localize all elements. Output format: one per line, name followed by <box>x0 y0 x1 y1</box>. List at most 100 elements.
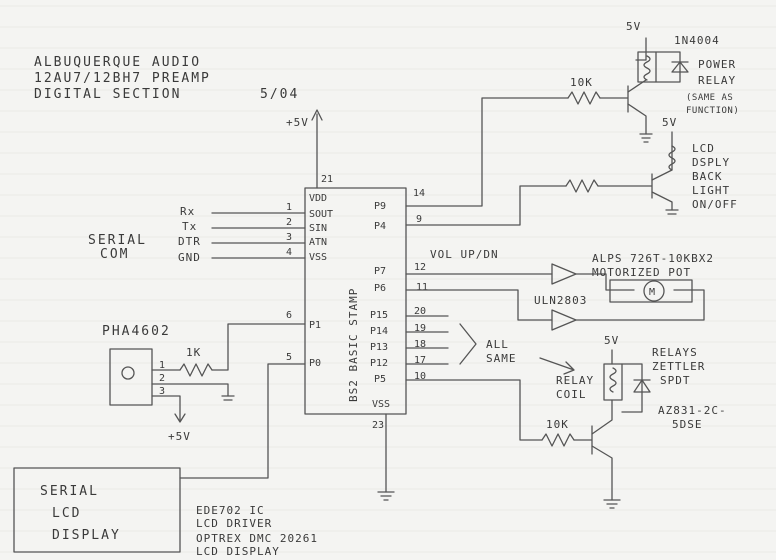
diode-1n4004 <box>671 61 689 73</box>
relay-coil-arrow <box>539 357 575 375</box>
p0-wire <box>179 363 306 479</box>
pin-label-p13: P13 <box>370 342 388 353</box>
relay-transistor-base <box>573 425 593 455</box>
backlight-ground <box>665 209 679 215</box>
diode-wires <box>655 51 681 83</box>
motor-symbol: M <box>649 287 655 298</box>
lcd-line-1: SERIAL <box>40 484 99 499</box>
pin-label-p1: P1 <box>309 320 321 331</box>
serial-com-title-1: SERIAL <box>88 233 147 248</box>
lcd-driver-2: LCD DRIVER <box>196 517 272 530</box>
pin-label-p4: P4 <box>374 221 386 232</box>
relays-label-3: SPDT <box>660 374 691 387</box>
resistor-backlight <box>565 179 599 193</box>
lcd-line-3: DISPLAY <box>52 528 121 543</box>
relay-part-1: AZ831-2C- <box>658 404 727 417</box>
pha-pin-1: 1 <box>159 360 165 371</box>
backlight-supply-label: 5V <box>662 116 677 129</box>
relay-supply-label: 5V <box>604 334 619 347</box>
pin-num-p6: 11 <box>416 282 428 293</box>
title-line-3: DIGITAL SECTION <box>34 87 181 102</box>
title-line-1: ALBUQUERQUE AUDIO <box>34 55 201 70</box>
pha4602-block: PHA4602 1 2 3 1K +5V <box>102 323 306 443</box>
pin-label-vss-bottom: VSS <box>372 399 390 410</box>
pot-label-2: MOTORIZED POT <box>592 266 691 279</box>
lcd-display-1: OPTREX DMC 20261 <box>196 532 318 545</box>
bs2-body <box>304 187 407 415</box>
serial-com-title-2: COM <box>100 247 129 262</box>
resistor-relay <box>541 433 575 447</box>
lcd-display-2: LCD DISPLAY <box>196 545 280 558</box>
resistor-1k-label: 1K <box>186 346 201 359</box>
motor-block: VOL UP/DN ULN2803 M ALPS 726T-10KBX2 MOT… <box>405 248 713 331</box>
pin-num-p1: 6 <box>286 310 292 321</box>
pin-num-p5: 10 <box>414 371 426 382</box>
pin-label-p7: P7 <box>374 266 386 277</box>
pin-label-p5: P5 <box>374 374 386 385</box>
lcd-block: SERIAL LCD DISPLAY EDE702 IC LCD DRIVER … <box>13 363 318 558</box>
pin-num-vss-left: 4 <box>286 247 292 258</box>
backlight-label-1: LCD <box>692 142 715 155</box>
power-resistor-label: 10K <box>570 76 593 89</box>
p1-wire <box>211 323 306 371</box>
pha-pin3-wire <box>151 395 181 421</box>
relay-coil-label-1: RELAY <box>556 374 594 387</box>
pin-num-atn: 3 <box>286 232 292 243</box>
pha-pin2-wire <box>151 383 229 397</box>
serial-signal-dtr: DTR <box>178 235 201 248</box>
pha-pin-2: 2 <box>159 373 165 384</box>
pha-ground <box>221 395 235 401</box>
backlight-block: 5V LCD DSPLY BACK LIGHT ON/OFF <box>405 116 738 226</box>
pha4602-label: PHA4602 <box>102 324 171 339</box>
backlight-label-3: BACK <box>692 170 723 183</box>
pin-num-vdd: 21 <box>321 174 333 185</box>
lcd-driver-1: EDE702 IC <box>196 504 265 517</box>
backlight-transistor-base <box>597 173 653 199</box>
serial-signal-gnd: GND <box>178 251 201 264</box>
power-relay-label-2: RELAY <box>698 74 736 87</box>
uln2803-label: ULN2803 <box>534 294 587 307</box>
power-relay-coil-box <box>637 51 657 83</box>
supply-arrow <box>311 109 323 121</box>
pin-num-p12: 17 <box>414 355 426 366</box>
p12-p15-wires <box>405 315 449 365</box>
pin-label-sin: SIN <box>309 223 327 234</box>
relay-diode-wires <box>621 363 643 413</box>
backlight-label-4: LIGHT <box>692 184 730 197</box>
title-line-2: 12AU7/12BH7 PREAMP <box>34 71 211 86</box>
power-transistor-ce <box>627 79 647 135</box>
pin-label-p14: P14 <box>370 326 388 337</box>
pin-num-sout: 1 <box>286 202 292 213</box>
serial-com-block: Rx Tx DTR GND SERIAL COM <box>88 205 306 264</box>
pin-label-p15: P15 <box>370 310 388 321</box>
resistor-1k <box>179 363 213 377</box>
lcd-box <box>13 467 181 553</box>
pha4602-window <box>121 366 135 380</box>
pin-num-p13: 18 <box>414 339 426 350</box>
pha4602-body <box>109 348 153 406</box>
pin-label-atn: ATN <box>309 237 327 248</box>
pin-label-sout: SOUT <box>309 209 333 220</box>
title-date: 5/04 <box>260 87 299 102</box>
pha-supply-label: +5V <box>168 430 191 443</box>
relays-label-2: ZETTLER <box>652 360 705 373</box>
power-relay-label-1: POWER <box>698 58 736 71</box>
backlight-coil <box>668 145 676 171</box>
pin-num-p7: 12 <box>414 262 426 273</box>
serial-signal-tx: Tx <box>182 220 197 233</box>
relay-diode <box>633 379 651 393</box>
backlight-label-5: ON/OFF <box>692 198 738 211</box>
pin-label-p12: P12 <box>370 358 388 369</box>
all-same-label-2: SAME <box>486 352 517 365</box>
pin-num-sin: 2 <box>286 217 292 228</box>
motor-circle <box>643 280 665 302</box>
pin-label-p6: P6 <box>374 283 386 294</box>
motorized-pot-box <box>609 279 693 303</box>
p5-wire <box>405 379 543 441</box>
power-transistor-base <box>599 85 629 113</box>
bs2-chip: BS2 BASIC STAMP +5V 21 VDD SOUT SIN ATN … <box>286 109 428 501</box>
relay-coil <box>609 367 617 393</box>
pin-num-p15: 20 <box>414 306 426 317</box>
power-relay-block: 10K 5V 1N4004 POWER RELAY (SAME AS FUNCT… <box>405 20 739 207</box>
